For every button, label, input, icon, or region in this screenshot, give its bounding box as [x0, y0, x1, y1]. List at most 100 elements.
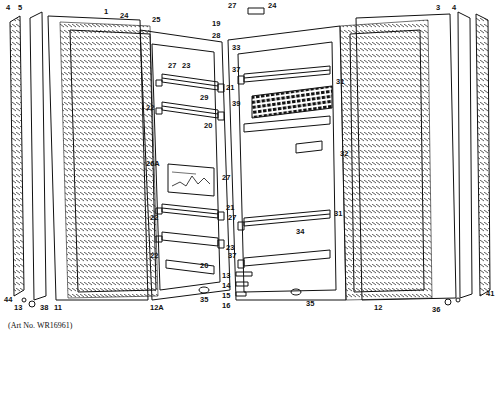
callout-number: 41 — [486, 290, 494, 298]
callout-number: 22 — [150, 214, 158, 222]
callout-number: 33 — [232, 44, 240, 52]
callout-number: 21 — [226, 204, 234, 212]
callout-number: 4 — [6, 4, 10, 12]
callout-number: 25 — [152, 16, 160, 24]
callout-number: 27 — [228, 214, 236, 222]
door-shelves-part — [162, 102, 218, 118]
callout-number: 20 — [204, 122, 212, 130]
callout-number: 24 — [268, 2, 276, 10]
callout-number: 27 — [222, 174, 230, 182]
instruction-card-part — [168, 164, 214, 196]
callout-number: 34 — [296, 228, 304, 236]
hinge-parts-part — [22, 298, 26, 302]
callout-number: 24 — [120, 12, 128, 20]
door-shelves-part — [156, 80, 162, 86]
gasket — [340, 20, 432, 300]
callout-number: 12 — [374, 304, 382, 312]
door-shelves-part — [244, 250, 330, 266]
hinge-parts-part — [236, 292, 246, 296]
door-shelves-part — [218, 240, 224, 248]
art-number-caption: (Art No. WR16961) — [8, 322, 73, 330]
callout-number: 15 — [222, 292, 230, 300]
callout-number: 12A — [150, 304, 164, 312]
callout-number: 22 — [150, 252, 158, 260]
door-shelves-part — [238, 260, 244, 268]
callout-number: 13 — [14, 304, 22, 312]
instruction-card-part — [172, 176, 210, 186]
callout-number: 1 — [104, 8, 108, 16]
callout-number: 23 — [226, 244, 234, 252]
callout-number: 37 — [228, 252, 236, 260]
gasket-inner — [70, 30, 156, 292]
callout-number: 16 — [222, 302, 230, 310]
callout-number: 27 — [168, 62, 176, 70]
door-shelves-part — [218, 84, 224, 92]
door-shelves-part — [156, 108, 162, 114]
door-shelves-part — [244, 214, 330, 222]
door-liner — [228, 26, 346, 300]
top-trim — [248, 8, 264, 14]
door-shelves-part — [218, 212, 224, 220]
callout-number: 11 — [54, 304, 62, 312]
liner-inner — [152, 44, 220, 290]
door-shelves-part — [162, 106, 218, 114]
hinge-parts-part — [445, 299, 451, 305]
gasket — [60, 22, 158, 298]
callout-number: 19 — [212, 20, 220, 28]
rear-trim — [476, 14, 490, 296]
callout-number: 39 — [232, 100, 240, 108]
callout-number: 35 — [200, 296, 208, 304]
callout-number: 20 — [200, 262, 208, 270]
hinge-parts-part — [291, 289, 301, 295]
hinge-parts — [22, 287, 209, 307]
door-shelves-part — [162, 74, 218, 90]
hinge-parts-part — [199, 287, 209, 293]
callout-number: 31 — [336, 78, 344, 86]
liner-inner — [238, 42, 336, 292]
callout-number: 29 — [200, 94, 208, 102]
door-shelves-part — [238, 76, 244, 84]
callout-number: 4 — [452, 4, 456, 12]
hinge-parts-part — [456, 298, 460, 302]
dispenser-cover — [296, 141, 322, 153]
callout-number: 26A — [146, 160, 160, 168]
door-shelves-part — [244, 66, 330, 82]
callout-number: 5 — [18, 4, 22, 12]
callout-number: 32 — [340, 150, 348, 158]
callout-number: 14 — [222, 282, 230, 290]
door-shelves-part — [244, 70, 330, 78]
callout-number: 28 — [212, 32, 220, 40]
outer-panel — [458, 12, 472, 298]
instruction-card-part — [172, 172, 196, 174]
hinge-parts-part — [236, 282, 248, 286]
callout-number: 27 — [228, 2, 236, 10]
door-shelves-part — [166, 260, 214, 274]
door-shelves-part — [238, 222, 244, 230]
door-shelves-part — [218, 112, 224, 120]
hinge-parts-part — [236, 272, 252, 276]
callout-number: 36 — [432, 306, 440, 314]
callout-number: 31 — [334, 210, 342, 218]
hinge-parts-part — [29, 301, 35, 307]
door-shelves-part — [244, 116, 330, 132]
callout-number: 35 — [306, 300, 314, 308]
door-shell — [356, 14, 456, 300]
door-shelves — [156, 74, 224, 274]
door-shelves-part — [162, 204, 218, 218]
dispenser-grille — [252, 86, 332, 118]
door-shelves-part — [162, 78, 218, 86]
callout-number: 44 — [4, 296, 12, 304]
callout-number: 21 — [226, 84, 234, 92]
callout-number: 37 — [232, 66, 240, 74]
door-shelves-part — [162, 208, 218, 214]
rear-trim — [10, 16, 24, 296]
hinge-parts — [236, 272, 460, 305]
instruction-card — [168, 164, 214, 196]
callout-number: 23 — [182, 62, 190, 70]
door-shelves-part — [156, 236, 162, 242]
outer-panel — [30, 12, 46, 300]
left-door — [10, 12, 230, 307]
door-shelves-part — [162, 232, 218, 246]
